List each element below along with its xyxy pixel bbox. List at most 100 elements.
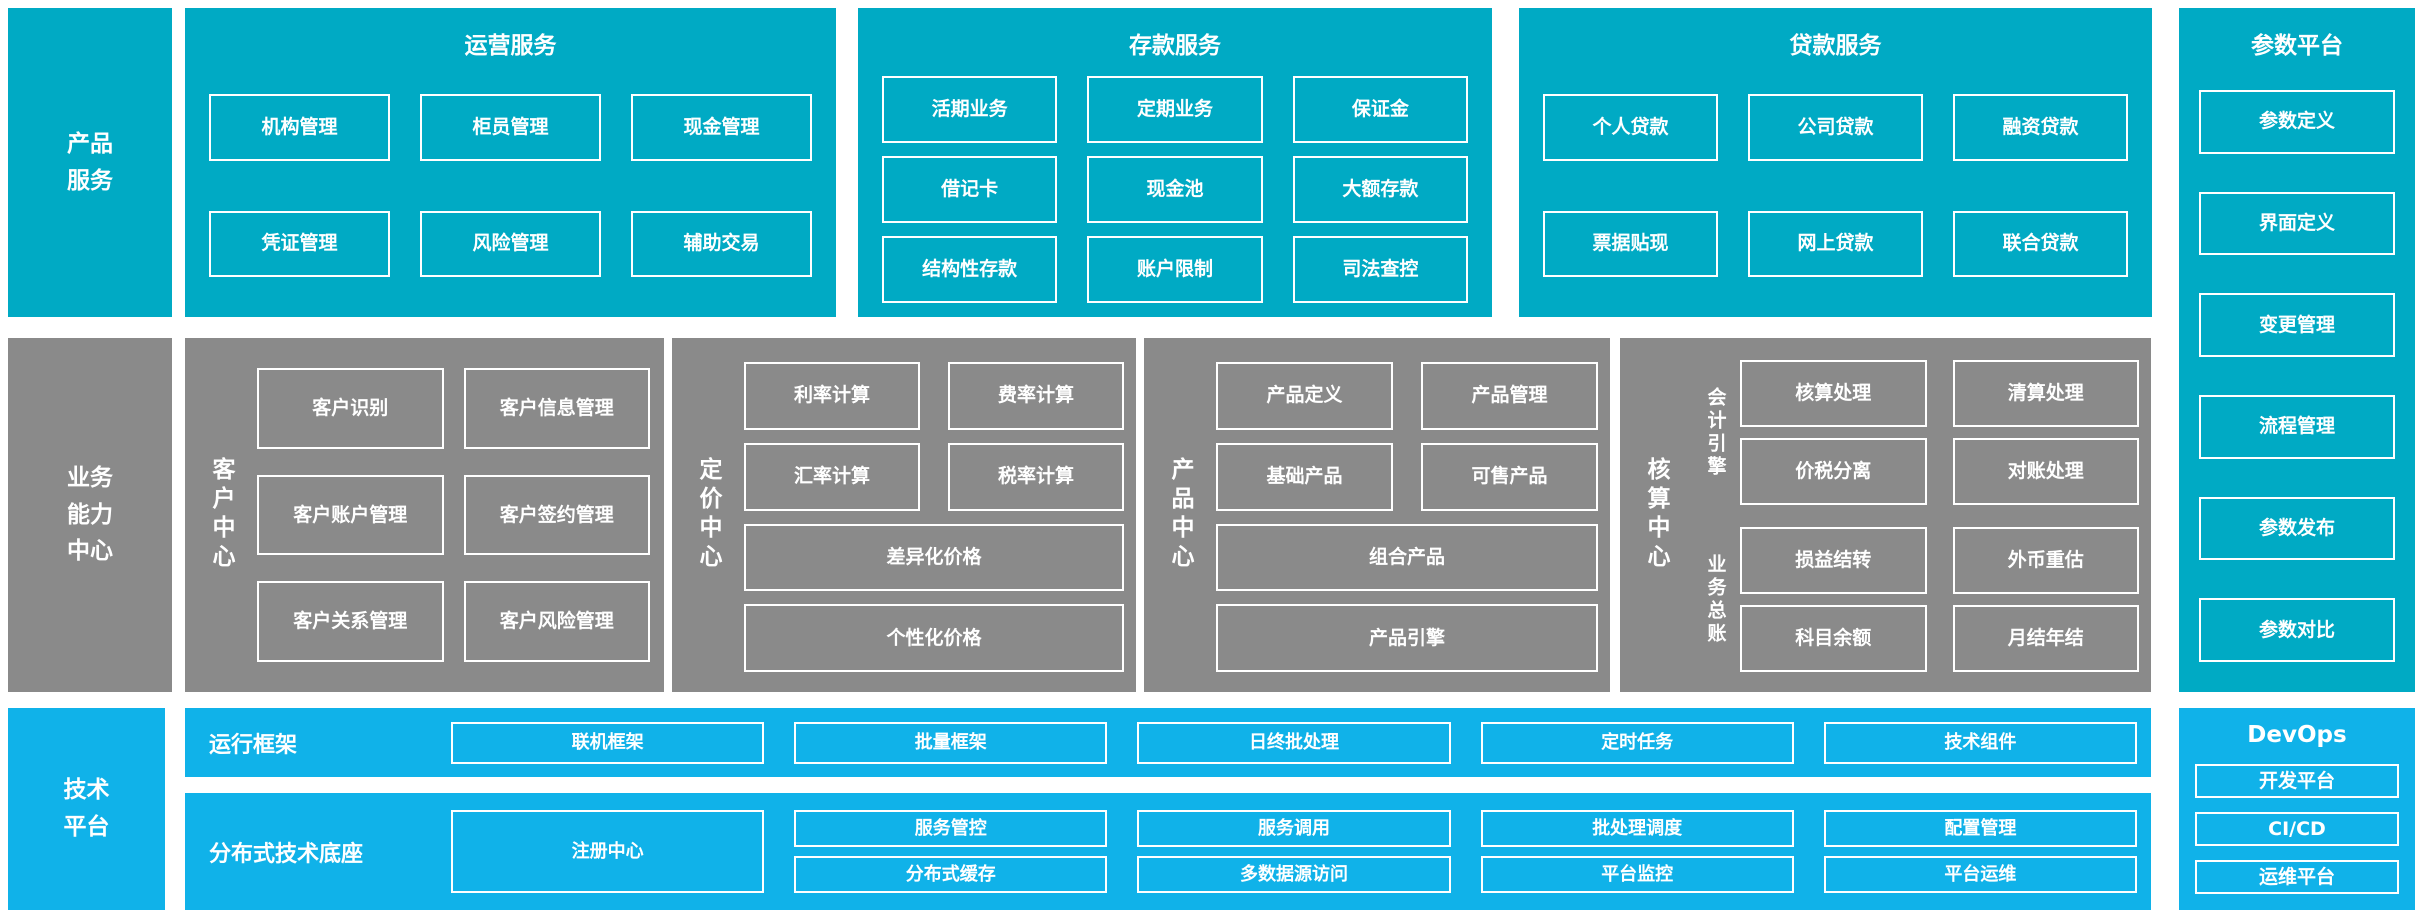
row-label-technology-platform: 技术 平台 <box>8 708 165 910</box>
diagram-box: 融资贷款 <box>1953 94 2128 161</box>
deposit-services-grid: 活期业务 定期业务 保证金 借记卡 现金池 大额存款 结构性存款 账户限制 司法… <box>882 76 1468 303</box>
diagram-box: 客户信息管理 <box>463 368 650 449</box>
panel-product-center: 产品中心 产品定义 产品管理 基础产品 可售产品 组合产品 产品引擎 <box>1144 338 1610 692</box>
diagram-box: 结构性存款 <box>882 236 1058 303</box>
diagram-box: 产品管理 <box>1421 362 1598 430</box>
panel-operation-services: 运营服务 机构管理 柜员管理 现金管理 凭证管理 风险管理 辅助交易 <box>185 8 836 317</box>
panel-title-deposit-services: 存款服务 <box>1129 33 1221 59</box>
diagram-box: 科目余额 <box>1740 605 1927 672</box>
accounting-engine-group: 会计引擎 核算处理 清算处理 价税分离 对账处理 <box>1692 360 2139 505</box>
diagram-box: 凭证管理 <box>209 210 390 277</box>
diagram-box: 对账处理 <box>1952 438 2139 505</box>
panel-title-devops: DevOps <box>2247 722 2347 748</box>
diagram-box: 汇率计算 <box>744 442 920 511</box>
diagram-box: 服务管控 <box>794 810 1108 847</box>
diagram-box: 批处理调度 <box>1480 810 1794 847</box>
diagram-box: 参数发布 <box>2199 496 2395 561</box>
diagram-box: 费率计算 <box>948 362 1124 430</box>
diagram-box: 核算处理 <box>1740 360 1927 427</box>
diagram-box: 批量框架 <box>794 721 1108 764</box>
panel-customer-center: 客户中心 客户识别 客户信息管理 客户账户管理 客户签约管理 客户关系管理 客户… <box>185 338 664 692</box>
diagram-box: 公司贷款 <box>1748 94 1923 161</box>
diagram-box: 风险管理 <box>420 210 601 277</box>
diagram-box: 损益结转 <box>1740 527 1927 594</box>
diagram-box: 定时任务 <box>1480 721 1794 764</box>
diagram-box: 多数据源访问 <box>1137 856 1451 893</box>
diagram-box: 价税分离 <box>1740 438 1927 505</box>
diagram-box: 配置管理 <box>1823 810 2137 847</box>
panel-deposit-services: 存款服务 活期业务 定期业务 保证金 借记卡 现金池 大额存款 结构性存款 账户… <box>858 8 1492 317</box>
customer-center-grid: 客户识别 客户信息管理 客户账户管理 客户签约管理 客户关系管理 客户风险管理 <box>257 368 650 662</box>
diagram-box: 外币重估 <box>1952 527 2139 594</box>
row-label-product-services: 产品 服务 <box>8 8 172 317</box>
bar-title-run-framework: 运行框架 <box>209 732 298 758</box>
diagram-box: 大额存款 <box>1292 156 1468 223</box>
diagram-box: 清算处理 <box>1952 360 2139 427</box>
diagram-box: 注册中心 <box>451 810 765 893</box>
diagram-box: 分布式缓存 <box>794 856 1108 893</box>
group-title-accounting-engine: 会计引擎 <box>1704 386 1727 479</box>
panel-title-pricing-center: 定价中心 <box>695 457 721 573</box>
diagram-box: 产品定义 <box>1216 362 1393 430</box>
diagram-box: 界面定义 <box>2199 191 2395 256</box>
diagram-box: 定期业务 <box>1087 76 1263 143</box>
panel-title-accounting-center: 核算中心 <box>1643 457 1669 573</box>
panel-loan-services: 贷款服务 个人贷款 公司贷款 融资贷款 票据贴现 网上贷款 联合贷款 <box>1519 8 2152 317</box>
diagram-box: 基础产品 <box>1216 442 1393 511</box>
run-framework-grid: 联机框架 批量框架 日终批处理 定时任务 技术组件 <box>451 721 2137 764</box>
diagram-box: 现金管理 <box>631 94 812 161</box>
diagram-box: 辅助交易 <box>631 210 812 277</box>
diagram-box: 借记卡 <box>882 156 1058 223</box>
panel-title-loan-services: 贷款服务 <box>1789 33 1882 59</box>
accounting-engine-grid: 核算处理 清算处理 价税分离 对账处理 <box>1740 360 2139 505</box>
product-center-grid: 产品定义 产品管理 基础产品 可售产品 组合产品 产品引擎 <box>1216 362 1598 672</box>
diagram-box: 账户限制 <box>1087 236 1263 303</box>
diagram-box: 联机框架 <box>451 721 765 764</box>
panel-title-product-center: 产品中心 <box>1167 457 1193 573</box>
diagram-box: 日终批处理 <box>1137 721 1451 764</box>
diagram-box: 流程管理 <box>2199 395 2395 459</box>
devops-grid: 开发平台 CI/CD 运维平台 <box>2195 764 2399 894</box>
diagram-box: 现金池 <box>1087 156 1263 223</box>
business-ledger-grid: 损益结转 外币重估 科目余额 月结年结 <box>1740 527 2139 672</box>
diagram-box: 产品引擎 <box>1216 604 1598 672</box>
panel-title-operation-services: 运营服务 <box>464 33 557 59</box>
panel-parameter-platform: 参数平台 参数定义 界面定义 变更管理 流程管理 参数发布 参数对比 <box>2179 8 2415 692</box>
diagram-box: 客户关系管理 <box>257 581 444 662</box>
diagram-box: 变更管理 <box>2199 293 2395 357</box>
diagram-box: 网上贷款 <box>1748 210 1923 277</box>
diagram-box: 个性化价格 <box>744 604 1124 672</box>
diagram-box: 可售产品 <box>1421 442 1598 511</box>
diagram-box: 客户识别 <box>257 368 444 449</box>
diagram-box: 个人贷款 <box>1543 94 1718 161</box>
diagram-box: 司法查控 <box>1292 236 1468 303</box>
diagram-box: 利率计算 <box>744 362 920 430</box>
diagram-box: 技术组件 <box>1823 721 2137 764</box>
panel-pricing-center: 定价中心 利率计算 费率计算 汇率计算 税率计算 差异化价格 个性化价格 <box>672 338 1136 692</box>
panel-devops: DevOps 开发平台 CI/CD 运维平台 <box>2179 708 2415 910</box>
diagram-box: 平台监控 <box>1480 856 1794 893</box>
diagram-box: 服务调用 <box>1137 810 1451 847</box>
parameter-platform-grid: 参数定义 界面定义 变更管理 流程管理 参数发布 参数对比 <box>2199 90 2395 662</box>
accounting-center-groups: 会计引擎 核算处理 清算处理 价税分离 对账处理 业务总账 损益结转 外币重估 … <box>1692 360 2139 672</box>
bar-title-distributed-base: 分布式技术底座 <box>209 841 364 867</box>
row-label-business-capability-center: 业务 能力 中心 <box>8 338 172 692</box>
diagram-box: 机构管理 <box>209 94 390 161</box>
panel-accounting-center: 核算中心 会计引擎 核算处理 清算处理 价税分离 对账处理 业务总账 损益结转 … <box>1620 338 2151 692</box>
diagram-box: 开发平台 <box>2195 764 2399 798</box>
group-title-business-ledger: 业务总账 <box>1704 553 1727 646</box>
diagram-box: 柜员管理 <box>420 94 601 161</box>
pricing-center-grid: 利率计算 费率计算 汇率计算 税率计算 差异化价格 个性化价格 <box>744 362 1124 672</box>
bar-run-framework: 运行框架 联机框架 批量框架 日终批处理 定时任务 技术组件 <box>185 708 2151 777</box>
diagram-box: 税率计算 <box>948 442 1124 511</box>
diagram-box: 差异化价格 <box>744 523 1124 592</box>
operation-services-grid: 机构管理 柜员管理 现金管理 凭证管理 风险管理 辅助交易 <box>209 94 812 277</box>
diagram-box: 客户账户管理 <box>257 474 444 556</box>
diagram-box: 月结年结 <box>1952 605 2139 672</box>
business-ledger-group: 业务总账 损益结转 外币重估 科目余额 月结年结 <box>1692 527 2139 672</box>
diagram-box: CI/CD <box>2195 812 2399 846</box>
diagram-box: 平台运维 <box>1823 856 2137 893</box>
loan-services-grid: 个人贷款 公司贷款 融资贷款 票据贴现 网上贷款 联合贷款 <box>1543 94 2128 277</box>
diagram-box: 联合贷款 <box>1953 210 2128 277</box>
